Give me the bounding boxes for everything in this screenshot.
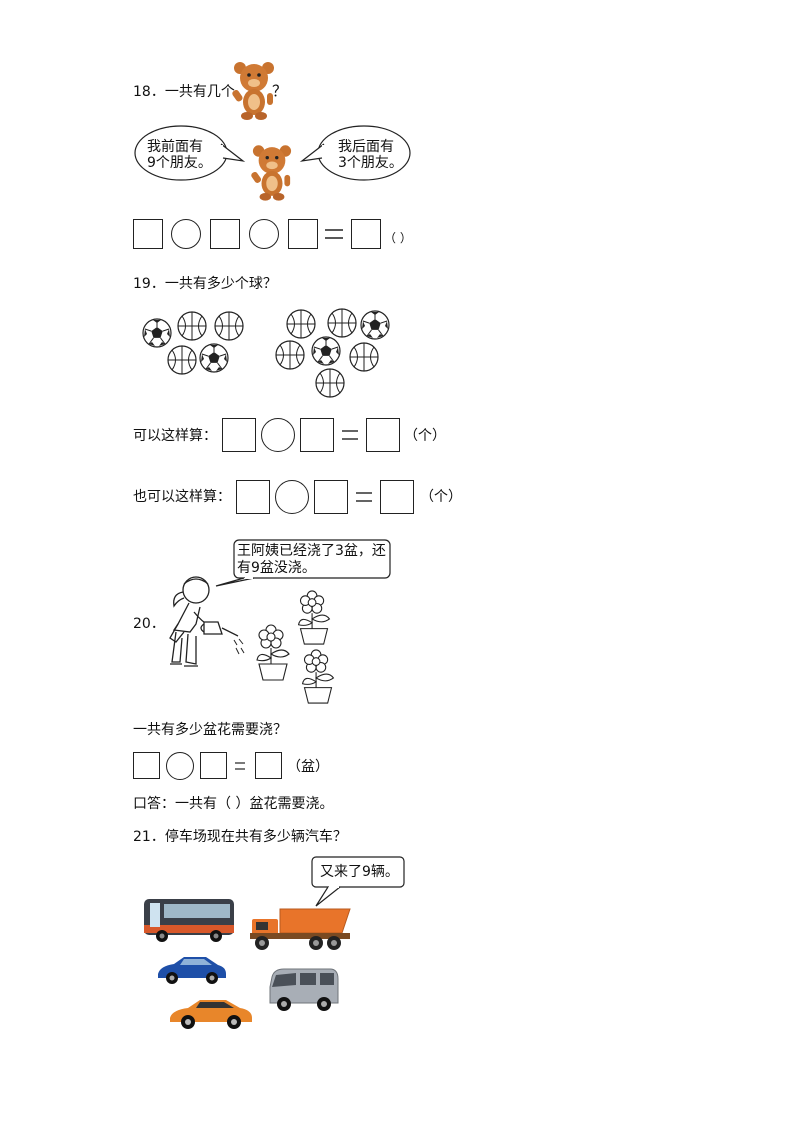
bubble-left-line1: 我前面有 (147, 139, 203, 155)
balls-group-right (275, 308, 390, 398)
bus-icon (144, 899, 234, 942)
q21-bubble: 又来了9辆。 (320, 864, 399, 880)
bear-icon (232, 62, 274, 120)
answer-box[interactable] (222, 418, 256, 452)
q19-line1-label: 可以这样算： (133, 428, 217, 444)
bubble-right-line2: 3个朋友。 (338, 155, 403, 171)
dump-truck-icon (250, 908, 351, 950)
speech-bubble-rect (215, 539, 391, 587)
answer-box[interactable] (210, 219, 240, 249)
answer-box[interactable] (236, 480, 270, 514)
answer-box[interactable] (288, 219, 318, 249)
bubble-left-line2: 9个朋友。 (147, 155, 212, 171)
q19-line2-label: 也可以这样算： (133, 489, 231, 505)
q20-answer: 口答：一共有（ ）盆花需要浇。 (133, 796, 334, 812)
bubble-right-line1: 我后面有 (338, 139, 394, 155)
answer-box[interactable] (351, 219, 381, 249)
flower-pot-icon (297, 590, 331, 645)
answer-box[interactable] (255, 752, 282, 779)
speech-bubble-rect (311, 856, 405, 907)
girl-watering-icon (169, 576, 245, 667)
q18-title: 18．一共有几个 (133, 84, 235, 100)
speech-bubble-left (134, 125, 246, 181)
operator-circle[interactable] (171, 219, 201, 249)
operator-circle[interactable] (249, 219, 279, 249)
q20-unit: （盆） (287, 759, 329, 775)
q20-bubble-line1: 王阿姨已经浇了3盆，还 (237, 543, 386, 559)
answer-box[interactable] (133, 752, 160, 779)
equals-sign (235, 762, 245, 770)
q21-title: 21．停车场现在共有多少辆汽车？ (133, 829, 347, 845)
answer-box[interactable] (300, 418, 334, 452)
equals-sign (325, 229, 343, 239)
q19-title: 19．一共有多少个球？ (133, 276, 277, 292)
answer-box[interactable] (366, 418, 400, 452)
van-icon (269, 968, 339, 1011)
answer-box[interactable] (380, 480, 414, 514)
answer-box[interactable] (133, 219, 163, 249)
speech-bubble-right (299, 125, 411, 181)
bear-icon (251, 145, 292, 201)
operator-circle[interactable] (261, 418, 295, 452)
q20-number: 20． (133, 616, 165, 632)
q20-question: 一共有多少盆花需要浇？ (133, 722, 287, 738)
operator-circle[interactable] (166, 752, 194, 780)
flower-pot-icon (301, 649, 335, 704)
q18-unit: （ ） (384, 231, 412, 245)
q18-question-mark: ？ (272, 82, 288, 100)
car-blue-icon (158, 957, 226, 984)
q19-unit-1: （个） (404, 428, 446, 444)
answer-box[interactable] (314, 480, 348, 514)
operator-circle[interactable] (275, 480, 309, 514)
balls-group-left (142, 311, 244, 375)
q19-unit-2: （个） (420, 489, 462, 505)
equals-sign (342, 430, 358, 440)
answer-box[interactable] (200, 752, 227, 779)
equals-sign (356, 492, 372, 502)
q20-bubble-line2: 有9盆没浇。 (237, 560, 316, 576)
flower-pot-icon (256, 624, 290, 681)
car-orange-icon (170, 1000, 252, 1029)
